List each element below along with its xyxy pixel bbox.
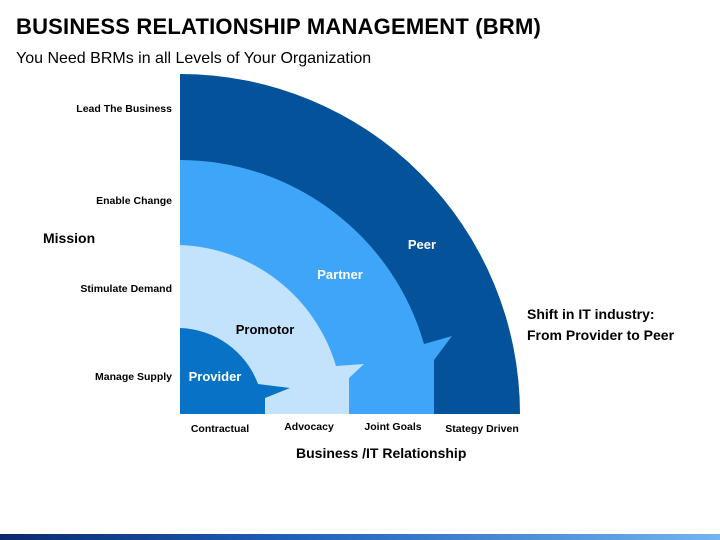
level-manage-supply: Manage Supply xyxy=(94,371,172,383)
side-note: Shift in IT industry: From Provider to P… xyxy=(527,304,674,346)
level-advocacy: Advocacy xyxy=(284,421,334,433)
ring-label-provider: Provider xyxy=(189,369,242,384)
level-stategy-driven: Stategy Driven xyxy=(445,423,519,435)
level-contractual: Contractual xyxy=(190,423,250,435)
page-subtitle: You Need BRMs in all Levels of Your Orga… xyxy=(16,50,372,67)
level-enable-change: Enable Change xyxy=(96,195,172,207)
ring-label-promotor: Promotor xyxy=(236,322,295,337)
ring-label-peer: Peer xyxy=(408,237,436,252)
ring-label-partner: Partner xyxy=(317,267,363,282)
footer-gradient-bar xyxy=(0,534,720,540)
ring-provider xyxy=(180,328,290,414)
side-note-line-1: Shift in IT industry: xyxy=(527,306,655,322)
x-axis-title: Business /IT Relationship xyxy=(296,445,467,461)
level-stimulate-demand: Stimulate Demand xyxy=(80,283,172,295)
level-lead-the-business: Lead The Business xyxy=(76,103,172,115)
y-axis-title: Mission xyxy=(43,230,96,246)
side-note-line-2: From Provider to Peer xyxy=(527,327,675,343)
page-title: BUSINESS RELATIONSHIP MANAGEMENT (BRM) xyxy=(16,14,542,39)
level-joint-goals: Joint Goals xyxy=(364,421,422,433)
